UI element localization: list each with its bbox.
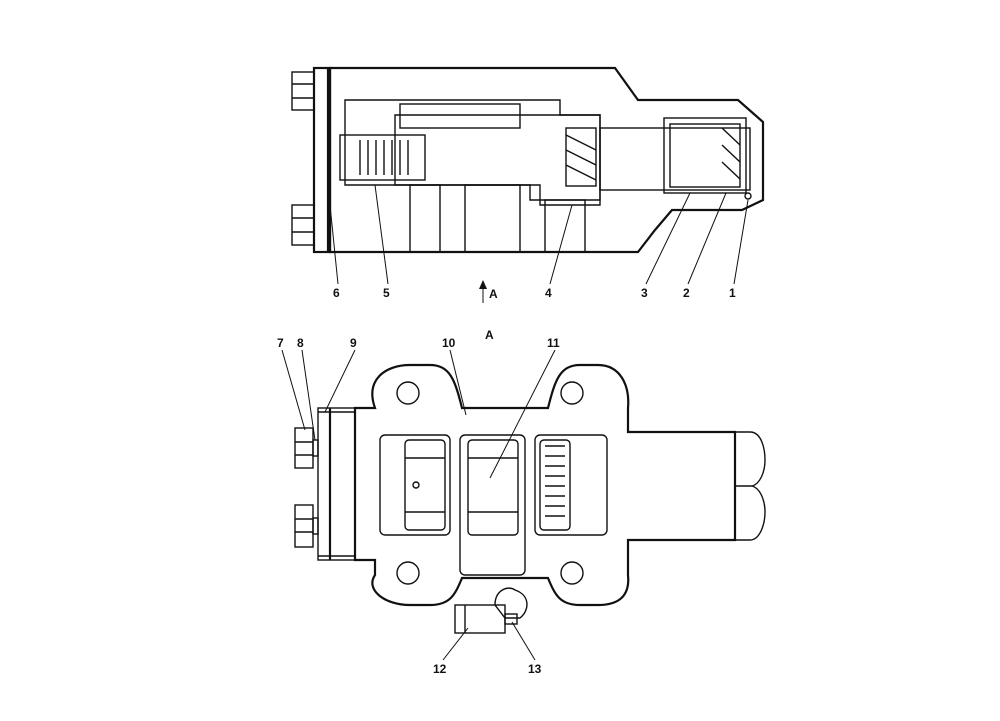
view-arrow-label: A (489, 287, 498, 301)
check-cage-3 (663, 117, 747, 194)
spring-4 (565, 127, 597, 187)
callout-9: 9 (350, 336, 357, 350)
bolt-lower (291, 204, 315, 246)
valve-body-plan (353, 363, 737, 607)
spool (394, 114, 601, 201)
callout-11: 11 (547, 336, 560, 350)
spool-bore (344, 99, 601, 206)
port-right (534, 434, 608, 536)
plug-13 (494, 587, 528, 619)
callout-12: 12 (433, 662, 447, 676)
view-title: A (485, 328, 494, 342)
ball-1 (744, 192, 752, 200)
bolt-upper (291, 71, 315, 111)
port-opening-center (464, 184, 521, 253)
port-opening-left (409, 184, 441, 253)
mount-hole-tl (396, 381, 420, 405)
grid-slots (545, 445, 565, 517)
cover-plate-6 (312, 66, 332, 254)
callout-8: 8 (297, 336, 304, 350)
thread-lines (359, 140, 409, 175)
spool-slot (399, 103, 521, 129)
mount-hole-br (560, 561, 584, 585)
port-center (459, 434, 526, 576)
bolt-7-lower (294, 504, 319, 548)
callout-6: 6 (333, 286, 340, 300)
end-cap (734, 431, 766, 541)
mount-hole-bl (396, 561, 420, 585)
callout-13: 13 (528, 662, 542, 676)
outlet-channel (599, 127, 751, 191)
mount-hole-tr (560, 381, 584, 405)
spring-2 (721, 127, 741, 180)
valve-body-section (328, 66, 765, 254)
callout-1: 1 (729, 286, 736, 300)
callout-3: 3 (641, 286, 648, 300)
callout-4: 4 (545, 286, 552, 300)
callout-5: 5 (383, 286, 390, 300)
port-opening-right (544, 199, 586, 253)
callout-2: 2 (683, 286, 690, 300)
callout-10: 10 (442, 336, 456, 350)
port-left (379, 434, 451, 536)
cover-plate-9 (317, 407, 356, 561)
threaded-plug (339, 134, 426, 181)
plan-view: A (277, 328, 766, 676)
callout-7: 7 (277, 336, 284, 350)
section-view: 6 5 A 4 3 2 1 (291, 66, 765, 303)
